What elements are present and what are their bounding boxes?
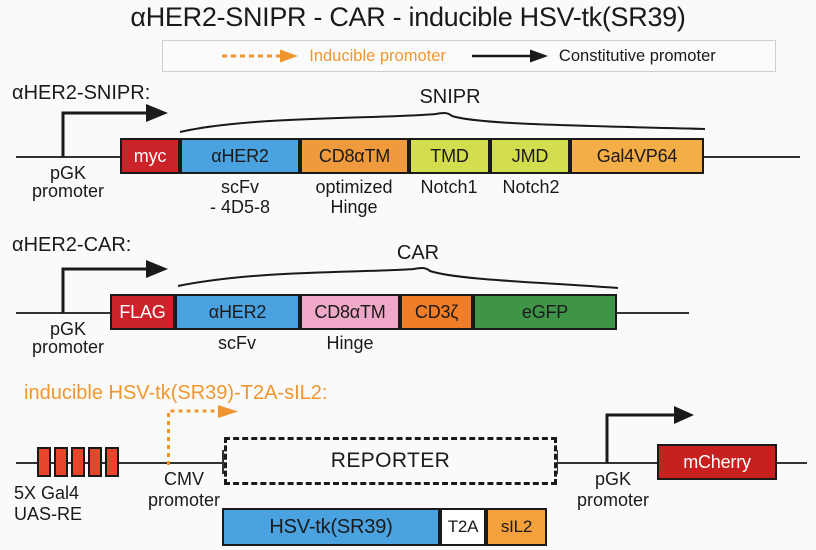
backbone-right-snipr [703, 156, 800, 158]
dotted-arrow-right-icon [222, 49, 300, 63]
legend-label-constitutive: Constitutive promoter [558, 46, 716, 65]
solid-arrow-right-icon [471, 49, 550, 63]
page-title: αHER2-SNIPR - CAR - inducible HSV-tk(SR3… [130, 2, 686, 32]
caption-scfv-4d5-8: scFv - 4D5-8 [209, 177, 271, 217]
gene-block-gal4vp64: Gal4VP64 [570, 138, 704, 174]
gene-block-egfp: eGFP [473, 294, 617, 330]
gene-block-tmd: TMD [409, 138, 490, 174]
pgk-promoter-arrow-snipr [60, 101, 170, 159]
uas-repeat-group [37, 447, 123, 477]
uas-repeat-square [71, 447, 85, 477]
caption-notch1: Notch1 [420, 177, 478, 197]
pgk-promoter-label-mcherry: pGK promoter [576, 469, 650, 510]
uas-repeat-square [54, 447, 68, 477]
pgk-promoter-label-car: pGK promoter [31, 319, 105, 357]
gene-block-jmd: JMD [490, 138, 570, 174]
gene-block-cd3zeta: CD3ζ [400, 294, 473, 330]
group-label-car: CAR [396, 242, 440, 264]
backbone-reporter-right [777, 462, 807, 464]
legend-item-inducible: Inducible promoter [222, 47, 446, 66]
construct-title-snipr: αHER2-SNIPR: [12, 82, 151, 104]
group-label-snipr: SNIPR [419, 86, 481, 108]
construct-title-reporter: inducible HSV-tk(SR39)-T2A-sIL2: [24, 382, 328, 404]
caption-hinge-car: Hinge [326, 333, 374, 353]
pgk-promoter-arrow-car [60, 257, 170, 315]
caption-notch2: Notch2 [502, 177, 560, 197]
backbone-right-car [617, 312, 689, 314]
reporter-box: REPORTER [224, 437, 557, 485]
reporter-cap-left [222, 450, 225, 474]
uas-repeat-square [88, 447, 102, 477]
group-bracket-snipr [179, 110, 706, 136]
backbone-left-snipr [16, 156, 120, 158]
caption-scfv-car: scFv [218, 333, 256, 353]
legend: Inducible promoter Constitutive promoter [162, 40, 776, 72]
gene-block-cd8atm-car: CD8αTM [300, 294, 400, 330]
backbone-reporter-left [16, 462, 224, 464]
gene-block-sil2: sIL2 [486, 508, 547, 546]
legend-label-inducible: Inducible promoter [309, 46, 446, 65]
construct-title-car: αHER2-CAR: [12, 234, 132, 256]
pgk-promoter-arrow-mcherry [604, 405, 696, 465]
group-bracket-car [177, 266, 619, 292]
uas-repeat-square [37, 447, 51, 477]
pgk-promoter-label-snipr: pGK promoter [31, 163, 105, 201]
gene-block-hsv-tk: HSV-tk(SR39) [222, 508, 440, 546]
cmv-promoter-label: CMV promoter [147, 469, 221, 510]
gene-block-t2a: T2A [440, 508, 486, 546]
gene-block-myc: myc [120, 138, 180, 174]
legend-item-constitutive: Constitutive promoter [471, 46, 716, 66]
gene-block-flag: FLAG [110, 294, 175, 330]
gene-block-ahér2-snipr: αHER2 [180, 138, 300, 174]
gene-block-mcherry: mCherry [657, 444, 777, 480]
caption-optimized-hinge: optimized Hinge [315, 177, 393, 217]
gene-block-aher2-car: αHER2 [175, 294, 300, 330]
gene-block-cd8atm-snipr: CD8αTM [300, 138, 409, 174]
uas-label: 5X Gal4 UAS-RE [14, 483, 83, 524]
cmv-promoter-arrow [166, 405, 246, 467]
uas-repeat-square [105, 447, 119, 477]
